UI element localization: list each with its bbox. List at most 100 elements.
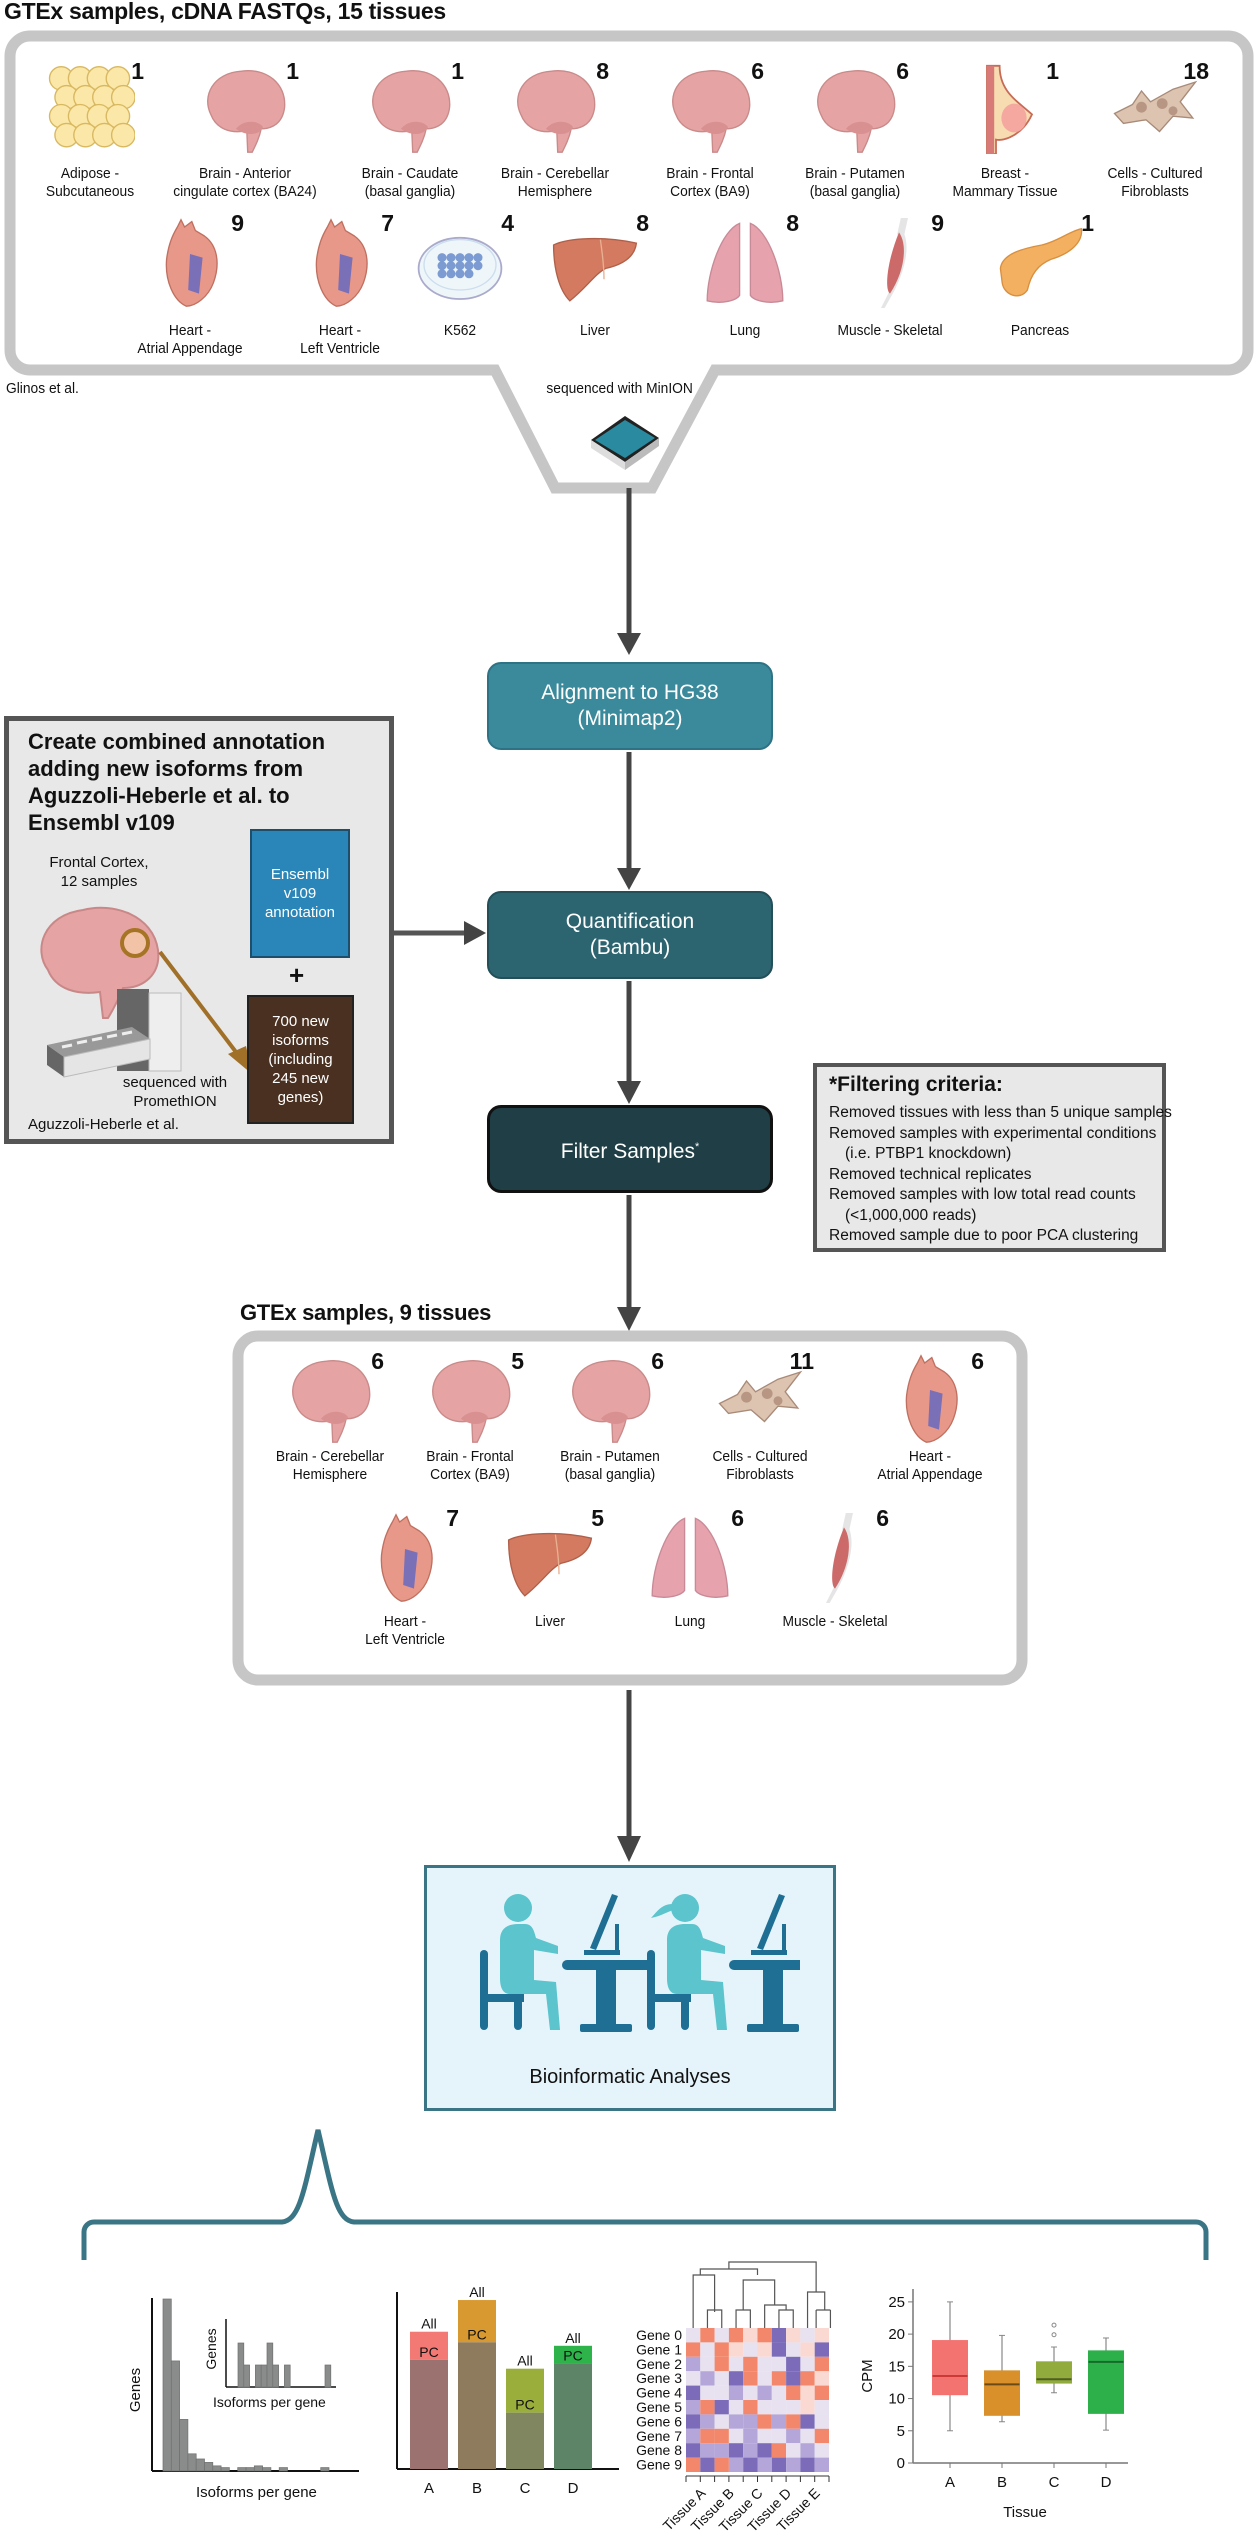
heatmap-cell [743, 2443, 758, 2458]
tissue-label: K562 [443, 322, 477, 339]
heatmap-cell [786, 2428, 801, 2444]
ensembl-label: Ensembl v109 annotation [264, 866, 336, 921]
tissue-label: Lung [674, 1613, 706, 1630]
heatmap-cell [771, 2428, 787, 2444]
section1-source: Glinos et al. [6, 380, 79, 397]
new-isoforms-label: 700 new isoforms (including 245 new gene… [268, 1013, 333, 1106]
heatmap-cell [814, 2443, 829, 2458]
quantification-label: Quantification (Bambu) [565, 910, 695, 959]
heatmap-cell [728, 2385, 744, 2400]
filtering-criterion: (i.e. PTBP1 knockdown) [845, 1145, 1012, 1162]
lung-icon [706, 222, 784, 303]
heatmap-cell [786, 2414, 801, 2429]
heatmap-cell [786, 2385, 801, 2400]
heatmap-cell [700, 2414, 715, 2429]
alignment-step[interactable]: Alignment to HG38 (Minimap2) [487, 662, 773, 750]
heatmap-cell [728, 2371, 744, 2386]
lung-icon [651, 1517, 729, 1598]
brain-icon [817, 70, 896, 153]
heatmap-cell [686, 2385, 701, 2400]
heatmap-cell [757, 2457, 772, 2472]
tissue-count: 6 [651, 1348, 664, 1374]
heatmap-cell [757, 2385, 772, 2400]
heatmap-cell [771, 2342, 787, 2357]
heatmap-cell [714, 2443, 729, 2458]
tissue-label: Brain - Putamen (basal ganglia) [560, 1448, 660, 1483]
inset-bar [284, 2364, 291, 2388]
heart-icon [315, 218, 368, 307]
tissue-count: 6 [876, 1505, 889, 1531]
brain-icon [517, 70, 596, 153]
tissue-count: 1 [451, 58, 464, 84]
box-iqr [1088, 2350, 1124, 2414]
minion-label: sequenced with MinION [546, 380, 693, 397]
brain-icon [40, 906, 160, 1019]
heatmap-cell [686, 2414, 701, 2429]
heatmap-row-label: Gene 1 [636, 2341, 682, 2357]
inset-x-label: Isoforms per gene [213, 2394, 326, 2410]
bar-all-segment [458, 2300, 496, 2343]
heatmap-cell [714, 2428, 729, 2444]
tissue-count: 4 [501, 210, 514, 236]
brain-icon [292, 1360, 371, 1443]
analysis-bracket [81, 2129, 1209, 2260]
box-outlier [1051, 2332, 1057, 2338]
heatmap-cell [771, 2328, 787, 2343]
heatmap-cell [728, 2443, 744, 2458]
new-isoforms-box: 700 new isoforms (including 245 new gene… [247, 995, 354, 1124]
filtering-criterion: Removed samples with low total read coun… [829, 1186, 1136, 1203]
inset-bar [260, 2364, 268, 2388]
histogram-bar [262, 2467, 272, 2472]
heatmap-cell [714, 2328, 729, 2343]
liver-icon [552, 237, 638, 302]
tissue-label: Liver [580, 322, 610, 339]
heatmap-cell [700, 2457, 715, 2472]
x-axis-label: Tissue [1003, 2504, 1047, 2521]
tissue-count: 1 [1046, 58, 1059, 84]
filter-samples-step[interactable]: Filter Samples* [487, 1105, 773, 1193]
quantification-step[interactable]: Quantification (Bambu) [487, 891, 773, 979]
y-tick-label: 25 [888, 2294, 905, 2311]
heatmap-cell [814, 2457, 829, 2472]
heatmap-row-label: Gene 4 [636, 2385, 682, 2401]
arrow-to-section2 [617, 1195, 641, 1331]
x-tick-label: B [997, 2474, 1007, 2491]
heatmap-cell [786, 2443, 801, 2458]
heatmap-cell [686, 2342, 701, 2357]
tissue-label: Muscle - Skeletal [782, 1613, 888, 1630]
tissue-count: 6 [971, 1348, 984, 1374]
inset-bar [237, 2342, 245, 2388]
heatmap-row-label: Gene 0 [636, 2327, 682, 2343]
heatmap-cell [800, 2443, 815, 2458]
bar-all-segment [410, 2331, 448, 2360]
y-tick-label: 10 [888, 2391, 905, 2408]
histogram-bar [320, 2467, 330, 2472]
section1-frame [4, 30, 1254, 494]
tissue-count: 6 [371, 1348, 384, 1374]
heatmap-cell [786, 2342, 801, 2357]
histogram-bar [237, 2467, 247, 2472]
bioinformatic-analyses-label: Bioinformatic Analyses [529, 2066, 731, 2088]
filtering-criteria-list: Removed tissues with less than 5 unique … [829, 1103, 1172, 1247]
histogram-bar [162, 2298, 172, 2472]
inset-y-label: Genes [203, 2328, 219, 2369]
inset-bar [324, 2364, 332, 2388]
heatmap-cell [757, 2371, 772, 2386]
bar-all-segment [506, 2368, 544, 2413]
heatmap-cell [714, 2371, 729, 2386]
heatmap-cell [771, 2400, 787, 2415]
ensembl-box: Ensembl v109 annotation [250, 829, 350, 958]
heatmap-row-label: Gene 5 [636, 2399, 682, 2415]
tissue-label: Heart - Left Ventricle [365, 1613, 445, 1648]
heatmap-row-label: Gene 2 [636, 2356, 682, 2372]
histogram-bar [204, 2462, 214, 2472]
filtering-criteria-box [813, 1063, 1166, 1252]
heatmap-cell [728, 2342, 744, 2357]
